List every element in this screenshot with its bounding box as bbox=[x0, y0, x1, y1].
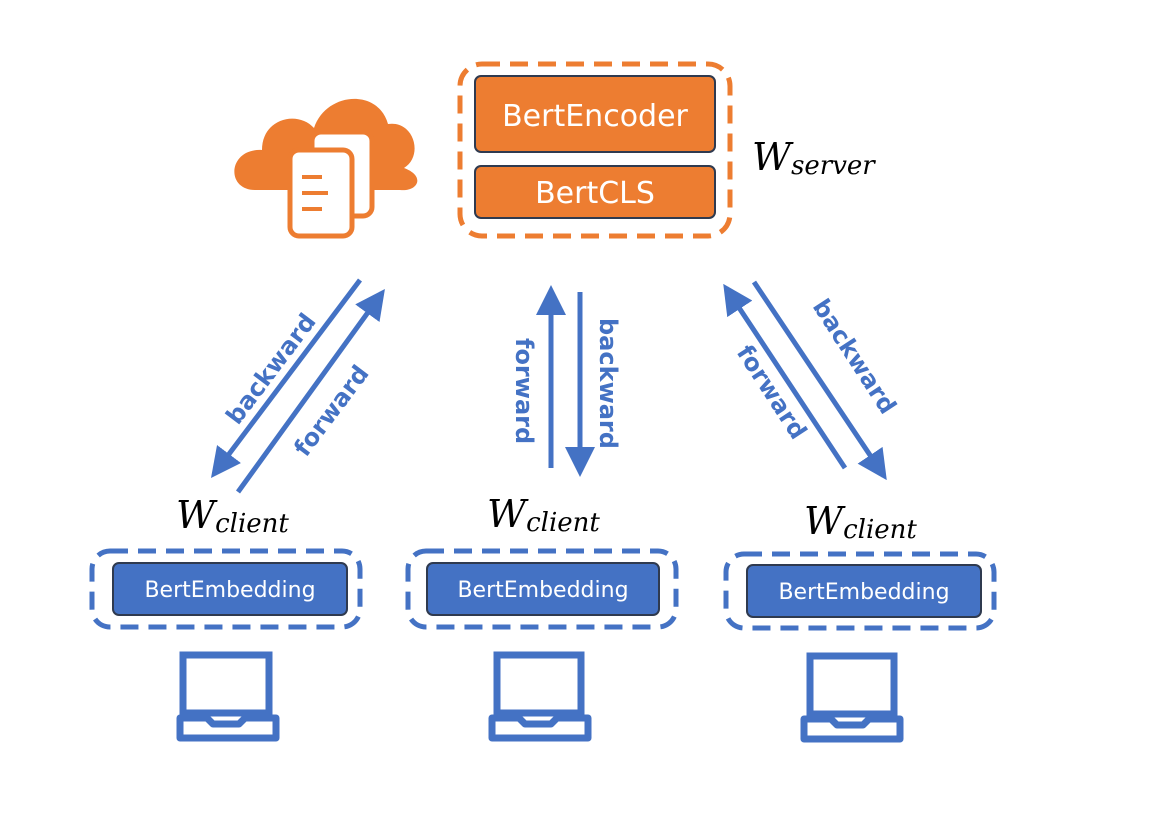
left-forward-label: forward bbox=[288, 360, 374, 462]
client-2-weight-label: Wclient bbox=[487, 492, 600, 538]
bert-cls-label: BertCLS bbox=[535, 176, 655, 211]
right-backward-label: backward bbox=[807, 294, 902, 419]
client-3-weight-symbol: W bbox=[804, 499, 846, 543]
laptop-icon bbox=[800, 652, 904, 743]
left-backward-label: backward bbox=[220, 308, 321, 429]
server-weight-symbol: W bbox=[752, 135, 794, 179]
cloud-documents-icon bbox=[234, 98, 418, 239]
client-3-embedding-label: BertEmbedding bbox=[778, 580, 949, 605]
right-backward-arrow bbox=[751, 280, 887, 481]
server-weight-subscript: server bbox=[791, 151, 876, 181]
server-group: BertEncoder BertCLS bbox=[457, 61, 733, 239]
client-2-weight-subscript: client bbox=[526, 508, 600, 538]
right-forward-arrow bbox=[723, 283, 848, 470]
client-1-embedding-label: BertEmbedding bbox=[144, 578, 315, 603]
left-forward-arrow bbox=[235, 288, 385, 494]
middle-backward-label: backward bbox=[594, 318, 622, 449]
client-2: Wclient BertEmbedding bbox=[405, 492, 679, 742]
client-1-weight-label: Wclient bbox=[176, 493, 289, 539]
middle-forward-label: forward bbox=[510, 338, 538, 444]
client-3-dashed-border bbox=[723, 551, 997, 631]
right-link: forward backward bbox=[723, 280, 902, 481]
client-3: Wclient BertEmbedding bbox=[723, 499, 997, 743]
bert-cls-box bbox=[474, 165, 716, 219]
client-3-embedding-box bbox=[746, 564, 982, 618]
client-2-embedding-box bbox=[426, 562, 660, 616]
client-2-embedding-label: BertEmbedding bbox=[457, 578, 628, 603]
laptop-icon bbox=[176, 651, 280, 742]
laptop-icon bbox=[488, 651, 592, 742]
bert-encoder-label: BertEncoder bbox=[502, 99, 688, 134]
client-3-weight-label: Wclient bbox=[804, 499, 917, 545]
bert-encoder-box bbox=[474, 75, 716, 153]
client-3-weight-subscript: client bbox=[843, 515, 917, 545]
client-2-weight-symbol: W bbox=[487, 492, 529, 536]
client-1-dashed-border bbox=[89, 548, 363, 630]
client-1-weight-subscript: client bbox=[215, 509, 289, 539]
server-dashed-border bbox=[457, 61, 733, 239]
left-link: backward forward bbox=[210, 278, 385, 494]
svg-text:Wserver: Wserver bbox=[752, 135, 876, 181]
client-1-embedding-box bbox=[112, 562, 348, 616]
client-1: Wclient BertEmbedding bbox=[89, 493, 363, 742]
server-weight-label: Wserver bbox=[752, 135, 876, 181]
client-2-dashed-border bbox=[405, 548, 679, 630]
left-backward-arrow bbox=[210, 278, 362, 478]
middle-link: forward backward bbox=[510, 285, 622, 477]
client-1-weight-symbol: W bbox=[176, 493, 218, 537]
